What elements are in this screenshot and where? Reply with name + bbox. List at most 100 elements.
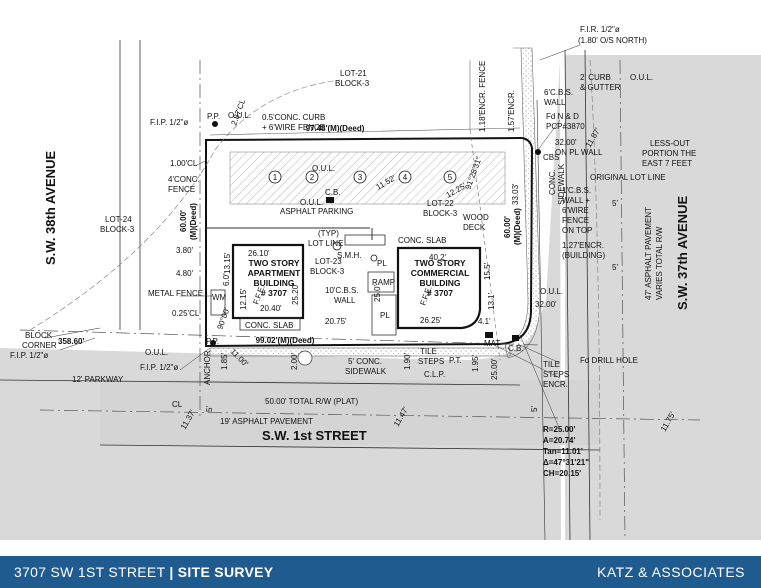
cbs-wall-top-2: WALL [544, 98, 566, 107]
parking-2: 2 [310, 173, 315, 182]
lot-24-label: LOT-24 [105, 215, 132, 224]
anchor-label: ANCHOR [203, 350, 212, 385]
dim-1-95: 1.95' [471, 354, 480, 372]
dim-4-1: 4.1' [478, 317, 491, 326]
typ-lot-line-2: LOT LINE [308, 239, 343, 248]
pt-label: P.T. [449, 356, 462, 365]
commercial-line-4: # 3707 [427, 288, 453, 298]
dim-5a: 5' [205, 406, 214, 412]
curb-fence-2: + 6'WIRE FENCE [262, 123, 325, 132]
pl-top: PL [377, 259, 387, 268]
oul-1: O.U.L. [228, 111, 251, 120]
com-bottom-dim: 26.25' [420, 316, 442, 325]
wm-label: WM [212, 293, 227, 302]
dim-20-75: 20.75' [325, 317, 347, 326]
cbs-wall-10-2: WALL [334, 296, 356, 305]
clp-label: C.L.P. [424, 370, 445, 379]
parking-1: 1 [273, 173, 278, 182]
block-corner-1: BLOCK [25, 331, 53, 340]
cl-label: CL [172, 400, 183, 409]
apartment-line-4: # 3707 [261, 288, 287, 298]
dim-4-80: 4.80' [176, 269, 194, 278]
lot-22-label: LOT-22 [427, 199, 454, 208]
commercial-line-2: COMMERCIAL [411, 268, 470, 278]
conc-slab-2: CONC. SLAB [245, 321, 293, 330]
dim-12-15: 12.15' [239, 288, 248, 310]
dim-1-85: 1.85' [220, 352, 229, 370]
east-deed-dim: 60.00' [503, 216, 512, 238]
com-top-dim: 40.2' [429, 253, 447, 262]
ramp-label: RAMP [372, 278, 395, 287]
cbs-label: CBS [543, 153, 559, 162]
fip-bottom: F.I.P. 1/2"ø [140, 363, 178, 372]
dim-6-0: 6.0' [222, 273, 231, 286]
five-conc-2: SIDEWALK [345, 367, 387, 376]
asphalt-parking: ASPHALT PARKING [280, 207, 353, 216]
dim-358-60: 358.60' [58, 337, 84, 346]
cbs-wall-fence-5: ON TOP [562, 226, 592, 235]
site-survey-plan: 1 2 3 4 5 S.W. 38th AVENUE S.W. 37th AVE… [0, 25, 761, 556]
fdnd-1: Fd N & D [546, 112, 579, 121]
asphalt-19-label: 19' ASPHALT PAVEMENT [220, 417, 313, 426]
dim-5d: 5' [612, 263, 618, 272]
curve-delta: Δ=47°31'21" [543, 458, 589, 467]
dim-13-1: 13.1' [487, 292, 496, 310]
apartment-line-3: BUILDING [253, 278, 294, 288]
oul-4: O.U.L. [300, 198, 323, 207]
sw-37th-avenue-pavement [565, 55, 761, 555]
west-deed-sub: (M)(Deed) [189, 203, 198, 240]
north-deed-dim: 97.48'(M)(Deed) [306, 124, 365, 133]
fdnd-2: PCP#3870 [546, 122, 585, 131]
dim-5b: 5' [530, 406, 539, 412]
tile-encr-1: TILE [543, 360, 560, 369]
lot-23-label: LOT-23 [315, 257, 342, 266]
dim-1-90: 1.90' [403, 352, 412, 370]
property-boundary [205, 136, 534, 348]
conc-fence-2: FENCE [168, 185, 195, 194]
sw-37th-avenue-label: S.W. 37th AVENUE [675, 196, 690, 310]
pl-bottom: PL [380, 311, 390, 320]
conc-slab: CONC. SLAB [398, 236, 446, 245]
sw-38th-avenue-label: S.W. 38th AVENUE [43, 151, 58, 265]
block-corner-3: F.I.P. 1/2"ø [10, 351, 48, 360]
cb-top: C.B. [325, 188, 341, 197]
lot-23-block: BLOCK-3 [310, 267, 345, 276]
curve-chord: CH=20.15' [543, 469, 581, 478]
street-lower-band [100, 380, 600, 445]
conc-sidewalk-2: SIDEWALK [557, 163, 566, 205]
encr-157: 1.57'ENCR. [507, 90, 516, 132]
cbs-wall-top-1: 6'C.B.S. [544, 88, 573, 97]
fir-top-2: (1.80' O/S NORTH) [578, 36, 647, 45]
cbs-wall-fence-4: FENCE [562, 216, 589, 225]
curve-tangent: Tan=11.01' [543, 447, 583, 456]
cbs-wall-fence-3: 6'WIRE [562, 206, 589, 215]
less-out-2: PORTION THE [642, 149, 696, 158]
oul-5: O.U.L. [145, 348, 168, 357]
conc-fence-1: 4'CONC. [168, 175, 200, 184]
lot-22-block: BLOCK-3 [423, 209, 458, 218]
commercial-line-3: BUILDING [419, 278, 460, 288]
wood-deck-2: DECK [463, 223, 486, 232]
total-rw-label: 50.00' TOTAL R/W (PLAT) [265, 397, 358, 406]
tile-steps-1: TILE [420, 347, 437, 356]
dim-15-5: 15.5' [483, 262, 492, 280]
pp-top: P.P. [207, 112, 220, 121]
dim-32-top: 32.00' [555, 138, 577, 147]
parking-3: 3 [358, 173, 363, 182]
original-lot-line: ORIGINAL LOT LINE [590, 173, 666, 182]
commercial-building [396, 246, 482, 330]
tile-steps-2: STEPS [418, 357, 444, 366]
dim-2-00: 2.00' [290, 352, 299, 370]
dim-90-00: 90°00' [215, 306, 231, 331]
parking-space-numbers: 1 2 3 4 5 [268, 170, 457, 184]
curve-radius: R=25.00' [543, 425, 575, 434]
west-deed-dim: 60.00' [179, 210, 188, 232]
apt-bottom-dim: 20.40' [260, 304, 282, 313]
catch-basin-bottom [512, 335, 519, 341]
typ-lot-line-1: (TYP) [318, 229, 339, 238]
apartment-line-2: APARTMENT [248, 268, 302, 278]
mat-label: MAT [484, 339, 500, 348]
sw-38th-avenue-pavement [0, 40, 130, 330]
footer-address: 3707 SW 1ST STREET [14, 564, 166, 580]
parking-4: 4 [403, 173, 408, 182]
